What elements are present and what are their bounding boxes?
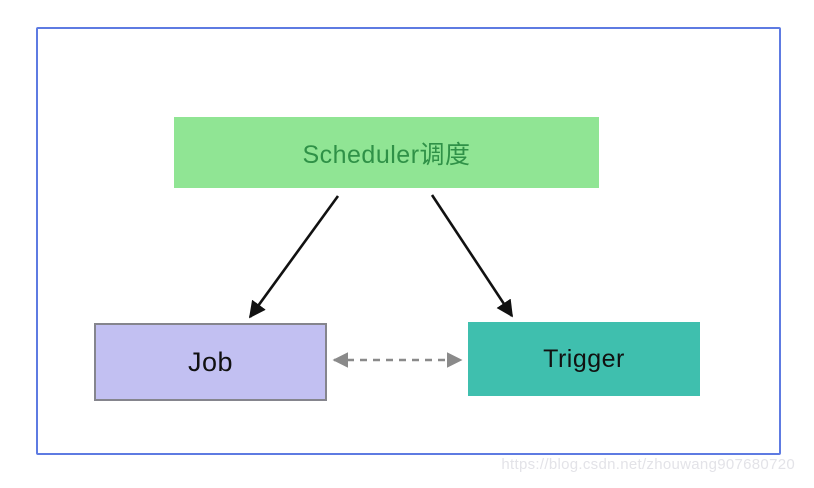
diagram-frame: Scheduler调度 Job Trigger <box>36 27 781 455</box>
trigger-node-label: Trigger <box>543 344 625 373</box>
scheduler-node: Scheduler调度 <box>174 117 599 188</box>
job-node-label: Job <box>187 346 234 377</box>
trigger-node: Trigger <box>468 322 700 396</box>
job-node: Job <box>94 323 327 401</box>
scheduler-node-label: Scheduler调度 <box>302 140 471 169</box>
scheduler-to-job-arrow <box>248 195 340 319</box>
scheduler-to-trigger-arrow <box>430 194 514 318</box>
watermark: https://blog.csdn.net/zhouwang907680720 <box>501 456 795 473</box>
